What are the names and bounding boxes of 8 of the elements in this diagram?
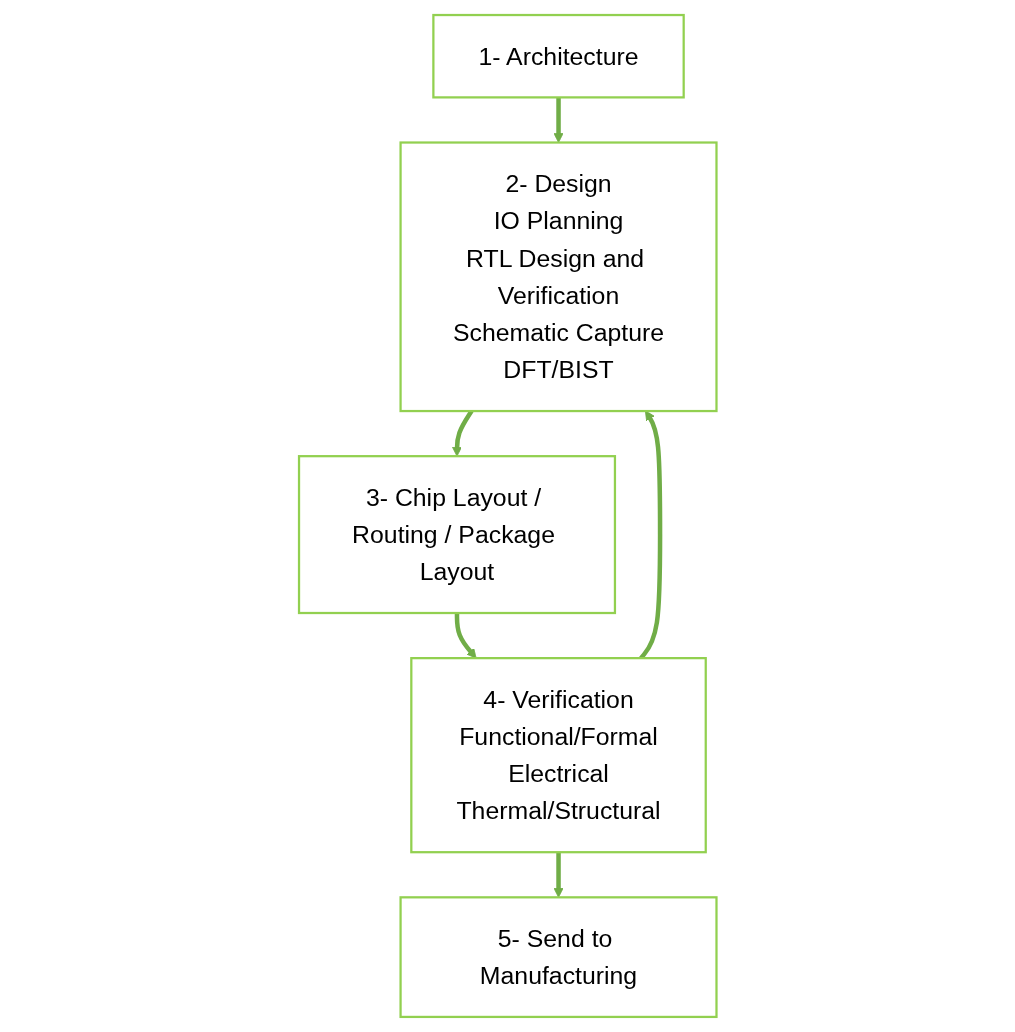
arrow bbox=[553, 852, 564, 898]
node-box: 2- Design IO Planning RTL Design and Verification Schematic Capture DFT/BIST bbox=[399, 141, 718, 413]
node-box: 4- Verification Functional/Formal Electrical Thermal/Structural bbox=[409, 657, 707, 854]
node-box: 5- Send to Manufacturing bbox=[399, 896, 718, 1019]
node-box: 3- Chip Layout / Routing / Package Layout bbox=[297, 455, 616, 615]
arrow bbox=[553, 97, 564, 143]
arrow bbox=[454, 613, 477, 659]
node-box: 1- Architecture bbox=[432, 13, 685, 99]
